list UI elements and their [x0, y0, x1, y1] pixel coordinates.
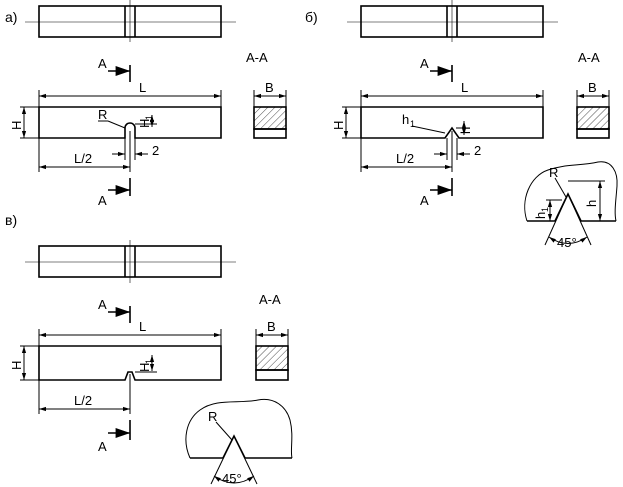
section-arrow-a-top: A — [98, 56, 131, 82]
cross-section-hatched — [253, 106, 287, 130]
section-width-label: B — [588, 80, 597, 95]
section-title: A-A — [259, 292, 281, 307]
section-arrow-b-bottom: A — [420, 178, 453, 208]
radius-label: R — [98, 107, 107, 122]
dimension-H-label: H — [331, 121, 346, 130]
section-arrow-label: A — [420, 56, 429, 71]
dimension-h-label: h — [458, 127, 473, 134]
panel-a-label: а) — [5, 9, 17, 25]
notch-width-label: 2 — [474, 143, 481, 158]
section-arrow-a-bottom: A — [98, 178, 131, 208]
panel-v: в) A L H H 1 L/2 — [5, 212, 293, 486]
section-arrow-v-bottom: A — [98, 420, 131, 454]
section-arrow-label: A — [420, 193, 429, 208]
section-width-label: B — [267, 319, 276, 334]
radius-leader — [107, 120, 126, 129]
dimension-H1-sub: 1 — [144, 115, 154, 120]
section-arrow-label: A — [98, 297, 107, 312]
cross-section-hatched — [255, 345, 289, 371]
specimen-bar-b — [360, 106, 544, 139]
panel-a-top-view — [25, 0, 236, 42]
dimension-L-label: L — [139, 319, 146, 334]
h1-sub: 1 — [410, 119, 415, 129]
panel-b-top-view — [347, 0, 558, 42]
detail-view-notch-v: R 45° — [185, 398, 293, 486]
detail-angle-label: 45° — [557, 235, 577, 250]
section-title: A-A — [578, 50, 600, 65]
dimension-H1-label: H — [137, 363, 152, 372]
dimension-H1-label: H — [137, 119, 152, 128]
dimension-H-label: H — [9, 361, 24, 370]
detail-angle-arc — [213, 475, 255, 484]
panel-b-label: б) — [305, 9, 318, 25]
section-arrow-label: A — [98, 193, 107, 208]
detail-view-v-notch: R h h 1 45° — [524, 161, 618, 250]
detail-angle-arc — [548, 236, 588, 244]
panel-b: б) A L H h 1 h — [305, 0, 618, 250]
dimension-H1-sub: 1 — [144, 359, 154, 364]
panel-v-label: в) — [5, 212, 17, 228]
h1-label: h — [402, 112, 409, 127]
detail-radius-label: R — [549, 165, 558, 180]
dimension-H-label: H — [9, 121, 24, 130]
notch-width-label: 2 — [152, 143, 159, 158]
dimension-L-label: L — [461, 80, 468, 95]
dimension-half-L-label: L/2 — [74, 151, 92, 166]
h1-leader — [411, 125, 446, 134]
detail-h1-sub: 1 — [540, 207, 550, 212]
section-arrow-b-top: A — [420, 56, 453, 82]
cross-section-hatched — [576, 106, 610, 130]
detail-radius-label: R — [208, 409, 217, 424]
section-arrow-label: A — [98, 439, 107, 454]
section-title: A-A — [246, 50, 268, 65]
specimen-bar-v — [38, 345, 222, 381]
cross-section-notch-zone — [253, 128, 287, 139]
section-arrow-v-top: A — [98, 297, 131, 323]
cross-section-notch-zone — [255, 369, 289, 381]
dimension-half-L-label: L/2 — [396, 151, 414, 166]
panel-v-top-view — [25, 240, 236, 283]
panel-a: а) A L H R H — [5, 0, 287, 208]
detail-h-label: h — [584, 200, 599, 207]
detail-h1-label: h — [533, 212, 548, 219]
dimension-half-L-label: L/2 — [74, 393, 92, 408]
section-width-label: B — [265, 80, 274, 95]
section-arrow-label: A — [98, 56, 107, 71]
cross-section-notch-zone — [576, 128, 610, 139]
detail-angle-label: 45° — [222, 471, 242, 486]
dimension-L-label: L — [139, 80, 146, 95]
